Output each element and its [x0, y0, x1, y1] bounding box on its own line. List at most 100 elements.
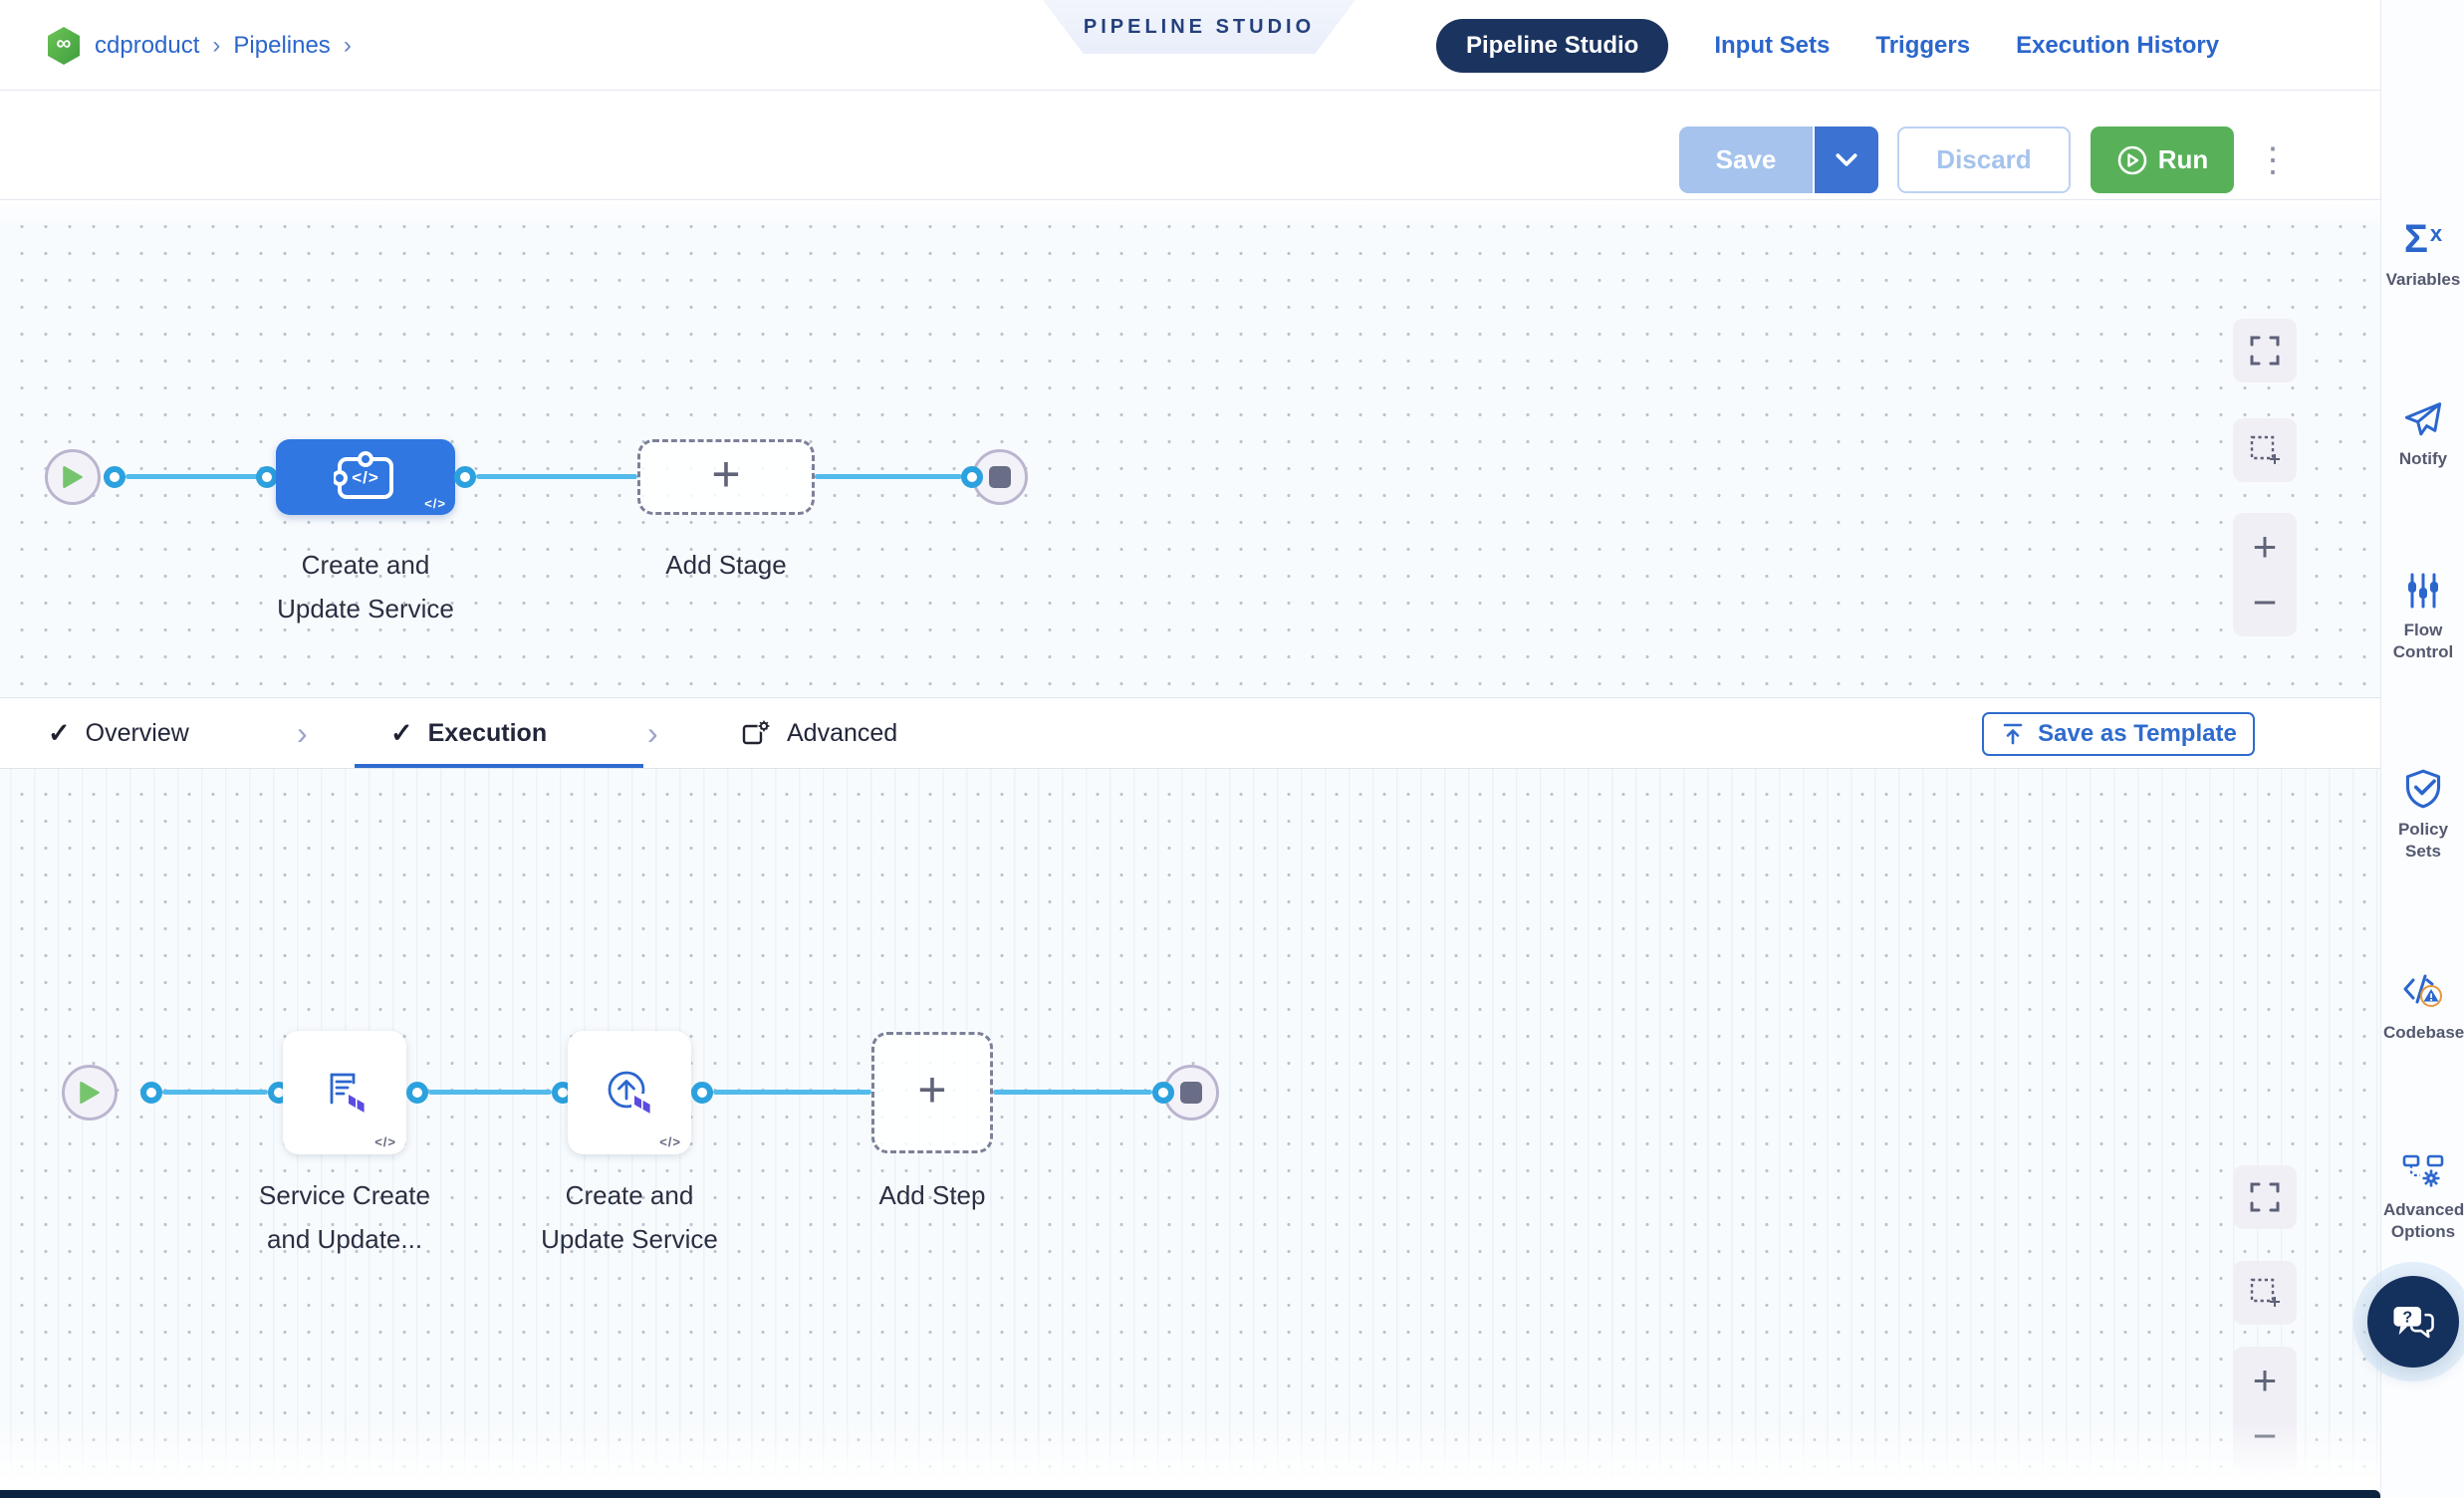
connector-port[interactable] — [256, 466, 278, 488]
tab-execution-label: Execution — [427, 718, 548, 747]
codebase-warning-icon — [2401, 972, 2445, 1012]
tab-chevron-icon: › — [297, 714, 308, 751]
rail-item-advanced-options[interactable]: Advanced Options — [2381, 1153, 2464, 1243]
more-options-menu-icon[interactable]: ⋮ — [2256, 140, 2290, 179]
rail-item-label: Notify — [2398, 449, 2448, 468]
zoom-controls: + − — [2233, 513, 2297, 636]
breadcrumb: ∞ cdproduct › Pipelines › — [46, 0, 352, 91]
rail-item-codebase[interactable]: Codebase — [2381, 972, 2464, 1044]
code-badge: </> — [659, 1134, 681, 1149]
notify-paper-plane-icon — [2402, 400, 2444, 438]
connector-line — [125, 474, 267, 479]
connector-line — [428, 1090, 552, 1095]
connector-port[interactable] — [454, 466, 476, 488]
connector-line — [993, 1090, 1152, 1095]
rail-item-policy-sets[interactable]: Policy Sets — [2381, 769, 2464, 863]
fit-to-screen-button[interactable] — [2233, 1165, 2297, 1229]
connector-port[interactable] — [406, 1082, 428, 1104]
harness-cd-logo-icon: ∞ — [46, 26, 82, 66]
add-step-node[interactable]: + — [871, 1032, 993, 1153]
connector-line — [815, 474, 962, 479]
zoom-in-button[interactable]: + — [2252, 523, 2278, 571]
rail-item-notify[interactable]: Notify — [2381, 400, 2464, 470]
zoom-in-button[interactable]: + — [2252, 1357, 2278, 1404]
breadcrumb-pipelines-link[interactable]: Pipelines — [233, 31, 331, 59]
marquee-select-button[interactable] — [2233, 418, 2297, 482]
connector-port[interactable] — [104, 466, 125, 488]
code-glyph: </> — [352, 468, 379, 487]
rail-item-label: Variables — [2385, 270, 2461, 289]
bottom-console-bar[interactable] — [0, 1490, 2380, 1498]
check-icon: ✓ — [48, 717, 71, 748]
connector-port[interactable] — [691, 1082, 713, 1104]
top-header: ∞ cdproduct › Pipelines › PIPELINE STUDI… — [0, 0, 2380, 91]
custom-stage-icon: </> — [332, 451, 397, 503]
tab-input-sets[interactable]: Input Sets — [1714, 31, 1831, 59]
stop-icon — [989, 466, 1011, 488]
connector-line — [162, 1090, 268, 1095]
connector-port[interactable] — [1152, 1082, 1174, 1104]
svg-text:?: ? — [2402, 1309, 2412, 1327]
tab-triggers[interactable]: Triggers — [1875, 31, 1971, 59]
pipeline-end-node[interactable] — [972, 449, 1028, 505]
fit-icon — [2250, 336, 2280, 366]
stage-canvas[interactable]: </> </> + Create and Update Service Add … — [0, 201, 2380, 697]
save-dropdown-caret[interactable] — [1815, 126, 1878, 193]
zoom-controls: + − — [2233, 1347, 2297, 1470]
tab-advanced[interactable]: Advanced — [741, 698, 897, 768]
code-badge: </> — [374, 1134, 396, 1149]
run-button[interactable]: Run — [2091, 126, 2234, 193]
advanced-gear-square-icon — [741, 718, 772, 749]
rail-item-flow-control[interactable]: Flow Control — [2381, 572, 2464, 663]
zoom-out-button[interactable]: − — [2252, 1411, 2278, 1459]
save-as-template-button[interactable]: Save as Template — [1982, 712, 2255, 756]
step-node-create-and-update-service[interactable]: </> — [568, 1031, 691, 1154]
execution-start-node[interactable] — [62, 1065, 118, 1121]
tab-execution[interactable]: ✓ Execution — [390, 698, 547, 768]
stop-icon — [1180, 1082, 1202, 1104]
step-canvas[interactable]: </> </> + — [0, 769, 2380, 1490]
tab-chevron-icon: › — [647, 714, 658, 751]
header-nav-tabs: Pipeline Studio Input Sets Triggers Exec… — [1436, 0, 2219, 91]
flow-control-sliders-icon — [2405, 572, 2441, 610]
banner-title: PIPELINE STUDIO — [1083, 15, 1316, 38]
fit-to-screen-button[interactable] — [2233, 319, 2297, 382]
help-chat-button[interactable]: ? — [2367, 1276, 2459, 1368]
breadcrumb-separator: › — [343, 31, 352, 59]
add-stage-label: Add Stage — [665, 550, 787, 580]
stage-node-create-and-update-service[interactable]: </> </> — [276, 439, 455, 515]
upload-icon — [2000, 721, 2026, 747]
step-node-service-create-and-update[interactable]: </> — [283, 1031, 406, 1154]
discard-button[interactable]: Discard — [1897, 126, 2071, 193]
save-as-template-label: Save as Template — [2038, 720, 2237, 747]
marquee-icon — [2250, 435, 2280, 464]
rail-item-label: Advanced Options — [2383, 1200, 2464, 1241]
play-icon — [80, 1082, 100, 1104]
marquee-select-button[interactable] — [2233, 1261, 2297, 1325]
tab-execution-history[interactable]: Execution History — [2016, 31, 2220, 59]
plus-icon: + — [917, 1062, 947, 1118]
zoom-out-button[interactable]: − — [2252, 578, 2278, 625]
active-tab-underline — [355, 764, 643, 768]
tab-overview[interactable]: ✓ Overview — [48, 698, 189, 768]
tab-overview-label: Overview — [85, 718, 189, 747]
terraform-apply-icon — [604, 1067, 655, 1119]
add-stage-node[interactable]: + — [637, 439, 815, 515]
pipeline-start-node[interactable] — [45, 449, 101, 505]
connector-line — [713, 1090, 871, 1095]
tab-pipeline-studio[interactable]: Pipeline Studio — [1436, 18, 1669, 73]
rail-item-label: Flow Control — [2392, 621, 2454, 661]
breadcrumb-project-link[interactable]: cdproduct — [95, 31, 200, 59]
stage-label: Create and Update Service — [277, 550, 454, 624]
connector-port[interactable] — [961, 466, 983, 488]
advanced-options-flow-gear-icon — [2402, 1153, 2444, 1189]
connector-port[interactable] — [140, 1082, 162, 1104]
save-button[interactable]: Save — [1679, 126, 1813, 193]
rail-item-label: Codebase — [2383, 1023, 2464, 1042]
step1-label: Service Create and Update... — [259, 1180, 430, 1254]
check-icon: ✓ — [390, 717, 413, 748]
run-button-label: Run — [2157, 144, 2209, 174]
